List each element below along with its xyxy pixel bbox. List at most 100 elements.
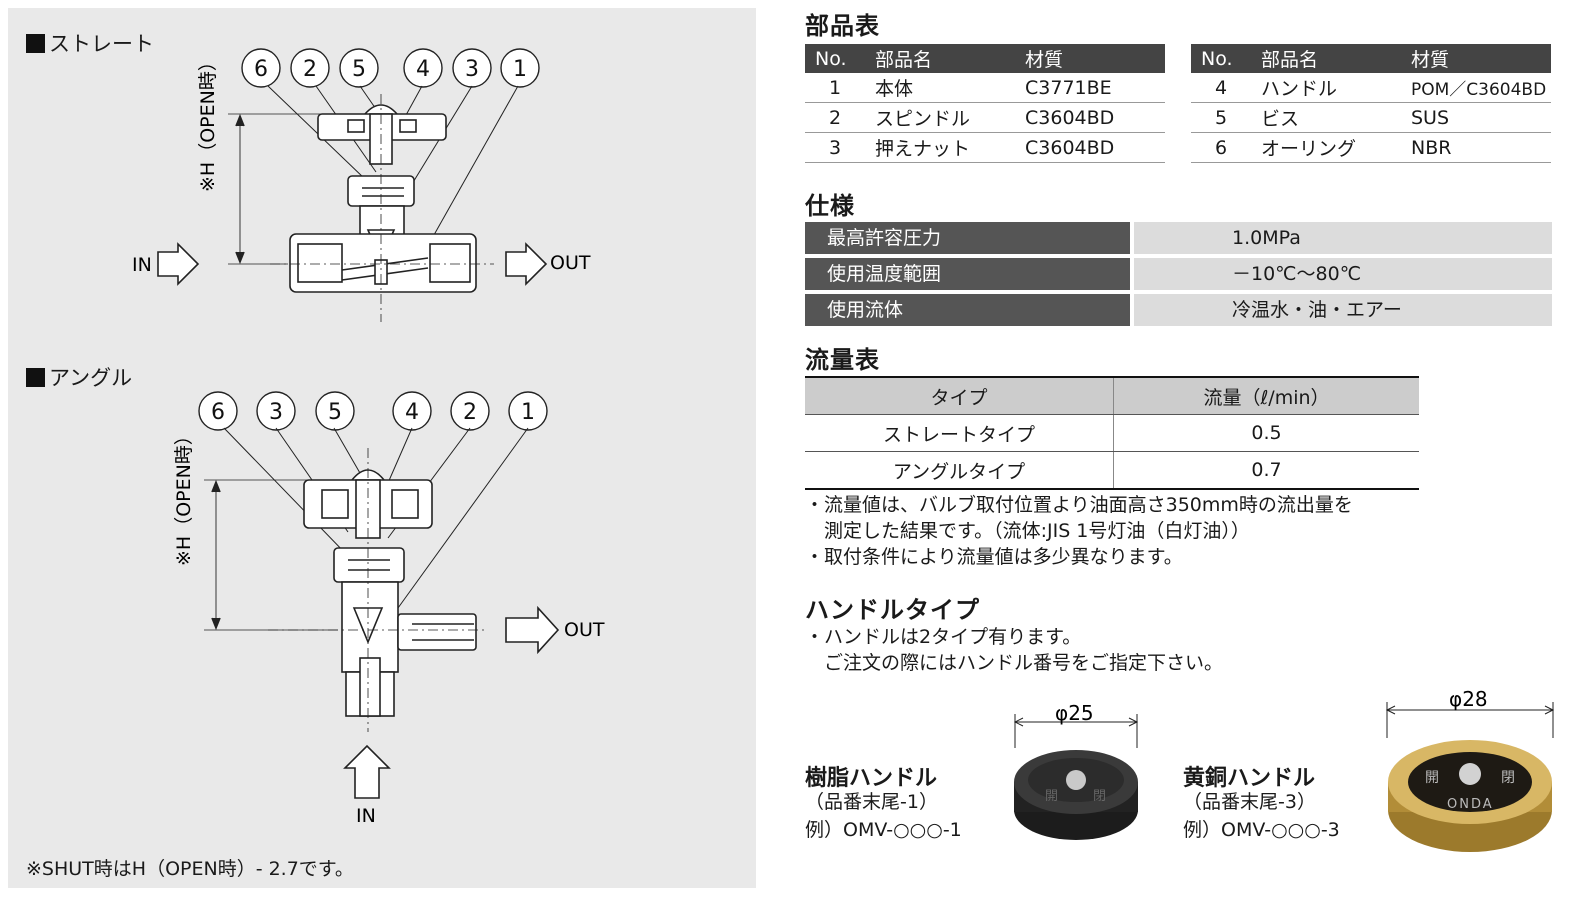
resin-suffix: （品番末尾-1） (805, 791, 938, 813)
part-name: スピンドル (865, 102, 1015, 133)
callout-circle (339, 48, 379, 88)
table-row: 4 ハンドル POM／C3604BD (1191, 73, 1551, 103)
brass-handle-info: （品番末尾-3） 例）OMV-○○○-3 (1183, 788, 1340, 844)
callout-number: 4 (405, 400, 419, 425)
brass-handle-image: φ28 開 閉 ONDA (1385, 687, 1555, 852)
spec-value: 冷温水・油・エアー (1134, 294, 1552, 326)
parts-header-row: No. 部品名 材質 (805, 44, 1165, 73)
col-name: 部品名 (865, 44, 1015, 73)
brass-mark-right: 閉 (1501, 770, 1515, 786)
flow-type: アングルタイプ (805, 451, 1114, 490)
straight-section-title: ストレート (26, 28, 154, 58)
callout-number: 2 (303, 57, 317, 82)
brass-handle-name: 黄銅ハンドル (1183, 766, 1316, 791)
flow-value: 0.7 (1113, 451, 1419, 490)
callout-number: 5 (352, 57, 366, 82)
shut-note: ※SHUT時はH（OPEN時）- 2.7です。 (26, 858, 354, 880)
callout-number: 1 (521, 400, 535, 425)
parts-table-right: No. 部品名 材質 4 ハンドル POM／C3604BD 5 ビス SUS 6… (1191, 44, 1551, 163)
angle-in-label: IN (356, 805, 376, 827)
handle-note-line: ・ハンドルは2タイプ有ります。 (805, 626, 1082, 648)
parts-table-left: No. 部品名 材質 1 本体 C3771BE 2 スピンドル C3604BD … (805, 44, 1165, 163)
part-material: NBR (1401, 132, 1551, 163)
spec-label: 使用温度範囲 (805, 258, 1130, 290)
callout-number: 3 (269, 400, 283, 425)
drawing-panel: ストレート 6 2 5 4 3 1 (8, 8, 756, 888)
table-row: 3 押えナット C3604BD (805, 132, 1165, 163)
table-row: 6 オーリング NBR (1191, 132, 1551, 163)
flow-note-line: ・流量値は、バルブ取付位置より油面高さ350mm時の流出量を (805, 494, 1353, 516)
spec-value: 1.0MPa (1134, 222, 1552, 254)
callout-number: 1 (513, 57, 527, 82)
callout-circle (241, 48, 281, 88)
square-bullet-icon (26, 367, 45, 387)
handle-note-line: ご注文の際にはハンドル番号をご指定下さい。 (805, 652, 1224, 674)
square-bullet-icon (26, 33, 45, 53)
table-row: ストレートタイプ 0.5 (805, 414, 1419, 452)
callout-circle (198, 391, 238, 431)
callout-number: 6 (211, 400, 225, 425)
part-no: 4 (1191, 73, 1251, 103)
straight-in-label: IN (132, 254, 152, 276)
callout-circle (290, 48, 330, 88)
part-material: C3604BD (1015, 132, 1165, 163)
part-material: C3604BD (1015, 102, 1165, 133)
flow-type: ストレートタイプ (805, 414, 1114, 452)
parts-header-row: No. 部品名 材質 (1191, 44, 1551, 73)
part-no: 1 (805, 73, 865, 103)
part-no: 2 (805, 102, 865, 133)
callout-circle (452, 48, 492, 88)
callout-number: 3 (465, 57, 479, 82)
brass-brand: ONDA (1447, 797, 1494, 812)
callout-circle (392, 391, 432, 431)
col-type: タイプ (805, 377, 1114, 415)
brass-dim: φ28 (1449, 687, 1488, 711)
table-row: 5 ビス SUS (1191, 102, 1551, 133)
angle-dim-label: ※H（OPEN時） (173, 426, 195, 566)
spec-table: 最高許容圧力 1.0MPa 使用温度範囲 －10℃～80℃ 使用流体 冷温水・油… (805, 222, 1552, 330)
callout-number: 5 (328, 400, 342, 425)
angle-out-label: OUT (564, 619, 605, 641)
table-row: 1 本体 C3771BE (805, 73, 1165, 103)
callout-circle (403, 48, 443, 88)
col-name: 部品名 (1251, 44, 1401, 73)
spec-label: 使用流体 (805, 294, 1130, 326)
spec-value: －10℃～80℃ (1134, 258, 1552, 290)
resin-handle-name: 樹脂ハンドル (805, 766, 938, 791)
spec-row: 最高許容圧力 1.0MPa (805, 222, 1552, 254)
spec-label: 最高許容圧力 (805, 222, 1130, 254)
flow-title: 流量表 (805, 346, 880, 374)
brass-suffix: （品番末尾-3） (1183, 791, 1316, 813)
col-material: 材質 (1401, 44, 1551, 73)
col-no: No. (805, 44, 865, 73)
flow-note-line: 測定した結果です。（流体:JIS 1号灯油（白灯油）） (805, 520, 1250, 542)
straight-title-text: ストレート (49, 32, 154, 56)
handle-title: ハンドルタイプ (805, 596, 980, 624)
col-no: No. (1191, 44, 1251, 73)
svg-text:閉: 閉 (1093, 789, 1106, 804)
table-row: 2 スピンドル C3604BD (805, 102, 1165, 133)
flow-table: タイプ 流量（ℓ/min） ストレートタイプ 0.5 アングルタイプ 0.7 (805, 376, 1419, 490)
angle-section-title: アングル (26, 362, 132, 392)
spec-row: 使用流体 冷温水・油・エアー (805, 294, 1552, 326)
callout-circle (500, 48, 540, 88)
part-name: ハンドル (1251, 73, 1401, 103)
svg-text:開: 開 (1045, 789, 1058, 804)
straight-dim-label: ※H（OPEN時） (197, 52, 219, 192)
part-material: POM／C3604BD (1401, 73, 1551, 103)
col-flow: 流量（ℓ/min） (1113, 377, 1419, 415)
handle-notes: ・ハンドルは2タイプ有ります。 ご注文の際にはハンドル番号をご指定下さい。 (805, 624, 1223, 676)
resin-handle-image: φ25 開 閉 (1013, 701, 1139, 840)
callout-number: 4 (416, 57, 430, 82)
parts-title: 部品表 (805, 12, 880, 40)
spec-panel: 部品表 No. 部品名 材質 1 本体 C3771BE 2 スピンドル C360… (805, 0, 1565, 902)
resin-example: 例）OMV-○○○-1 (805, 819, 962, 841)
valve-drawings: 6 2 5 4 3 1 (132, 48, 605, 827)
flow-header-row: タイプ 流量（ℓ/min） (805, 377, 1419, 415)
resin-dim: φ25 (1055, 701, 1094, 725)
straight-out-label: OUT (550, 252, 591, 274)
